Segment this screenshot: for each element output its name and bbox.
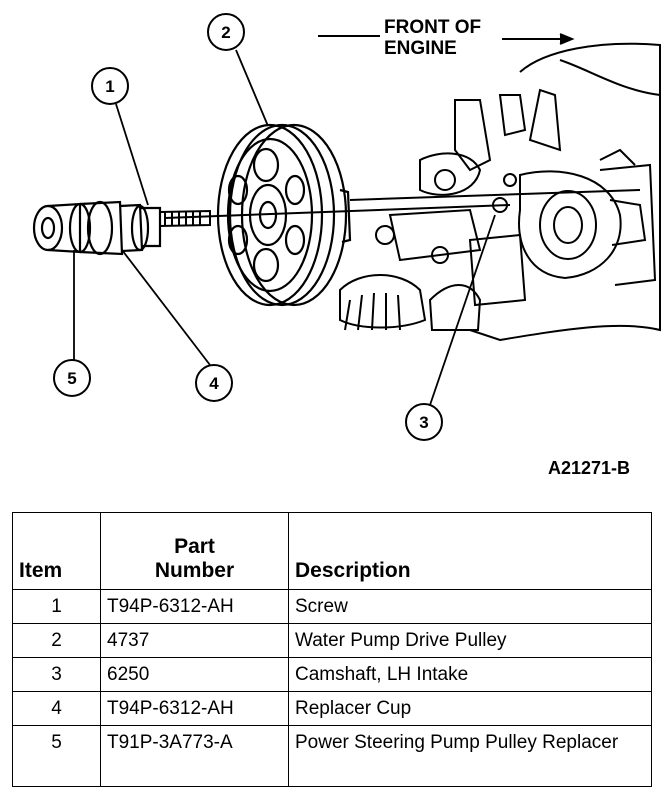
- callout-3-label: 3: [419, 413, 428, 432]
- cell-description: Power Steering Pump Pulley Replacer: [288, 725, 652, 787]
- cell-part-number: 6250: [100, 657, 289, 692]
- orientation-label-line1: FRONT OF: [384, 17, 481, 38]
- callout-3: 3: [405, 403, 443, 441]
- cell-part-number: 4737: [100, 623, 289, 658]
- figure-code: A21271-B: [548, 458, 630, 478]
- cell-part-number: T91P-3A773-A: [100, 725, 289, 787]
- leader-lines: [73, 49, 496, 406]
- table-row: 2 4737 Water Pump Drive Pulley: [12, 623, 652, 658]
- table-row: 5 T91P-3A773-A Power Steering Pump Pulle…: [12, 725, 652, 787]
- header-item: Item: [12, 512, 101, 590]
- header-description: Description: [288, 512, 652, 590]
- header-part-number: Part Number: [100, 512, 289, 590]
- cell-item: 1: [12, 589, 101, 624]
- callout-1: 1: [91, 67, 129, 105]
- exploded-view-diagram: FRONT OF ENGINE 1 2 3 4 5 A21271-B: [32, 13, 661, 478]
- cell-description: Camshaft, LH Intake: [288, 657, 652, 692]
- header-part-number-line1: Part: [174, 535, 215, 558]
- cell-item: 2: [12, 623, 101, 658]
- table-row: 1 T94P-6312-AH Screw: [12, 589, 652, 624]
- table-row: 3 6250 Camshaft, LH Intake: [12, 657, 652, 692]
- callout-5: 5: [53, 359, 91, 397]
- callout-2: 2: [207, 13, 245, 51]
- cell-part-number: T94P-6312-AH: [100, 691, 289, 726]
- cell-item: 4: [12, 691, 101, 726]
- replacer-tool: [32, 200, 162, 256]
- callout-4-label: 4: [209, 374, 219, 393]
- front-of-engine-arrow: [318, 33, 575, 45]
- engine-block-drawing: [339, 42, 661, 342]
- callout-4: 4: [195, 364, 233, 402]
- cell-part-number: T94P-6312-AH: [100, 589, 289, 624]
- header-part-number-line2: Number: [154, 559, 235, 582]
- orientation-label-line2: ENGINE: [384, 38, 457, 59]
- cell-description: Screw: [288, 589, 652, 624]
- table-row: 4 T94P-6312-AH Replacer Cup: [12, 691, 652, 726]
- cell-description: Replacer Cup: [288, 691, 652, 726]
- parts-table: Item Part Number Description 1 T94P-6312…: [12, 512, 652, 787]
- cell-description: Water Pump Drive Pulley: [288, 623, 652, 658]
- callout-1-label: 1: [105, 77, 114, 96]
- cell-item: 3: [12, 657, 101, 692]
- callout-2-label: 2: [221, 23, 230, 42]
- table-header-row: Item Part Number Description: [12, 512, 652, 590]
- callout-5-label: 5: [67, 369, 76, 388]
- cell-item: 5: [12, 725, 101, 787]
- water-pump-drive-pulley: [216, 123, 352, 307]
